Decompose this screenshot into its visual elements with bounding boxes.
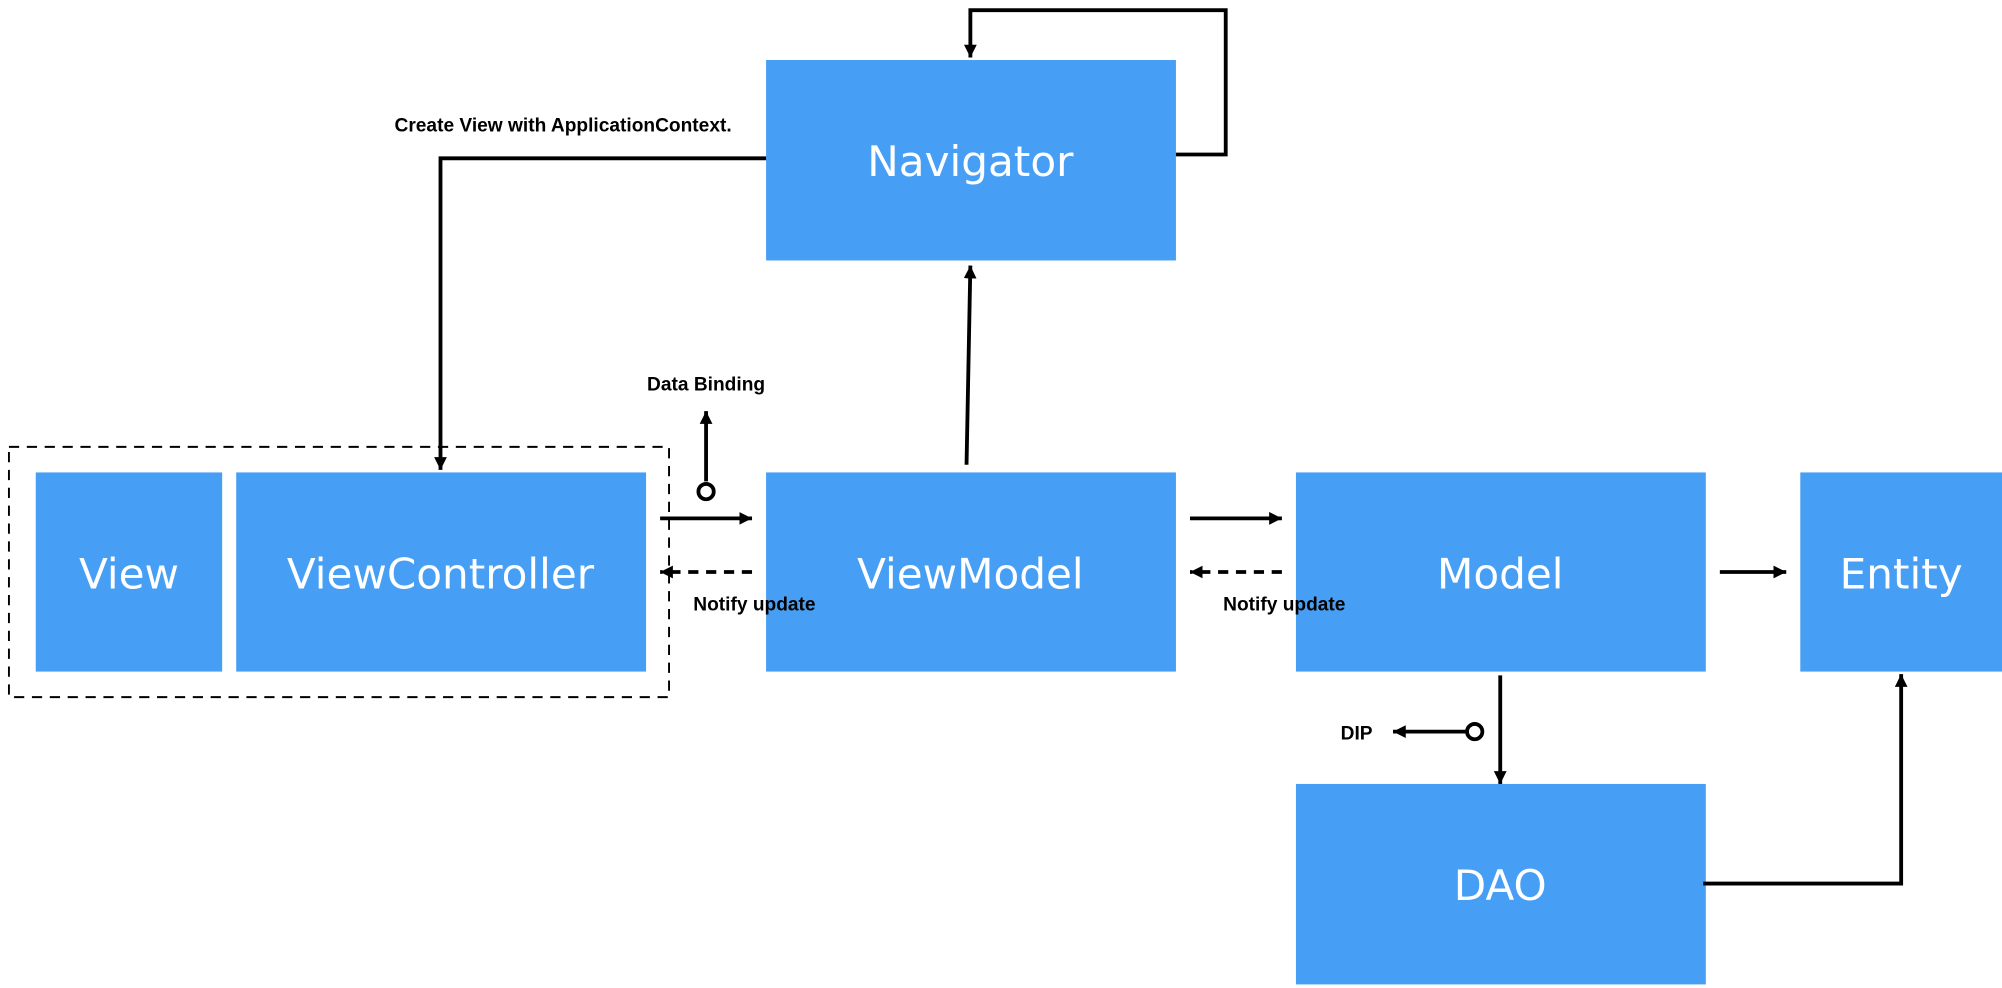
entity-box[interactable]: Entity (1800, 472, 2002, 672)
dao-box[interactable]: DAO (1295, 783, 1706, 985)
navigator-box-rect (766, 60, 1176, 261)
dip-label: DIP (1341, 723, 1373, 744)
view-model-box-label: ViewModel (857, 550, 1083, 599)
data-binding-interface-icon (696, 481, 716, 502)
dao-to-entity-arrow (1703, 674, 1908, 886)
dip-interface-icon (1465, 722, 1485, 742)
view-box-label: View (79, 550, 179, 599)
model-box[interactable]: Model (1295, 472, 1706, 672)
view-model-box-rect (766, 472, 1176, 672)
entity-box-label: Entity (1840, 550, 1963, 599)
view-controller-box[interactable]: ViewController (236, 472, 647, 672)
navigator-box-label: Navigator (867, 137, 1074, 186)
view-model-box[interactable]: ViewModel (766, 472, 1176, 672)
view-controller-box-rect (236, 472, 647, 672)
notify-update-viewmodel-label: Notify update (693, 594, 815, 615)
viewmodel-to-navigator-arrow (963, 265, 977, 465)
entity-box-rect (1800, 472, 2002, 672)
model-box-label: Model (1437, 550, 1563, 599)
dao-box-label: DAO (1454, 861, 1547, 910)
view-box-rect (35, 472, 223, 672)
create-view-label: Create View with ApplicationContext. (395, 116, 732, 137)
navigator-to-viewcontroller-arrow (434, 156, 767, 470)
view-layer-frame (7, 445, 671, 699)
model-box-rect (1295, 472, 1706, 672)
dao-box-rect (1295, 783, 1706, 985)
notify-update-model-label: Notify update (1223, 594, 1345, 615)
view-controller-box-label: ViewController (287, 550, 595, 599)
navigator-box[interactable]: Navigator (766, 60, 1176, 261)
data-binding-label: Data Binding (647, 375, 765, 396)
view-box[interactable]: View (35, 472, 223, 672)
navigator-self-loop-arrow (963, 8, 1228, 157)
